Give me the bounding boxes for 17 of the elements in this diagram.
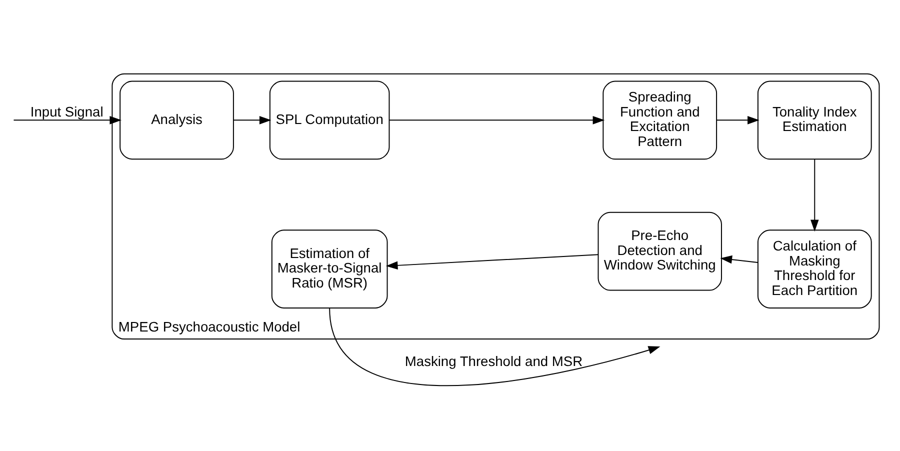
- node-box: Calculation of Masking Threshold for Each Partition: [757, 229, 872, 308]
- arrow: [716, 116, 760, 124]
- node-box: SPL Computation: [269, 80, 390, 160]
- arrow: [13, 116, 122, 124]
- node-box: Tonality Index Estimation: [757, 80, 872, 160]
- node-box: Spreading Function and Excitation Pattern: [602, 80, 718, 160]
- arrow: [388, 116, 605, 124]
- arrow: [810, 158, 819, 232]
- arrow: [386, 254, 599, 270]
- arrow: [329, 307, 660, 386]
- arrow: [720, 254, 758, 264]
- arrow: [233, 116, 272, 124]
- edge-label: Masking Threshold and MSR: [404, 353, 583, 368]
- node-box: Analysis: [120, 80, 234, 160]
- node-box: Estimation of Masker-to-Signal Ratio (MSR): [271, 229, 388, 308]
- node-box: Pre-Echo Detection and Window Switching: [598, 211, 722, 290]
- edge-label: Input Signal: [30, 104, 104, 119]
